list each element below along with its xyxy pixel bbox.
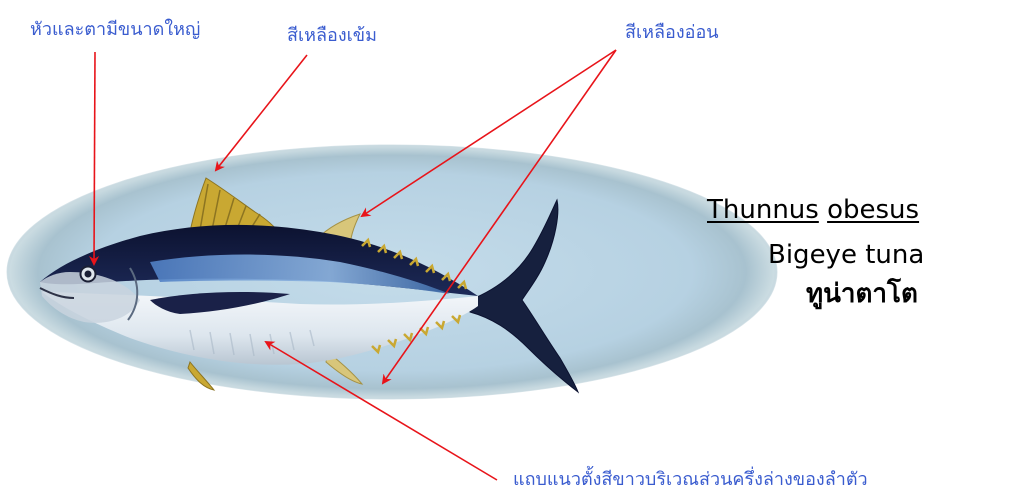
- arrow-head-eye: [94, 52, 95, 264]
- scientific-name: Thunnus obesus: [707, 197, 919, 223]
- label-deep-yellow: สีเหลืองเข้ม: [287, 27, 377, 45]
- genus-name: Thunnus: [707, 195, 819, 225]
- label-light-yellow: สีเหลืองอ่อน: [625, 24, 719, 42]
- species-epithet: obesus: [827, 195, 919, 225]
- common-name: Bigeye tuna: [768, 242, 924, 268]
- fish-pupil: [85, 271, 92, 278]
- label-white-vertical-bands: แถบแนวตั้งสีขาวบริเวณส่วนครึ่งล่างของลำต…: [513, 471, 868, 489]
- label-large-head-eyes: หัวและตามีขนาดใหญ่: [30, 21, 200, 39]
- thai-name: ทูน่าตาโต: [806, 281, 918, 307]
